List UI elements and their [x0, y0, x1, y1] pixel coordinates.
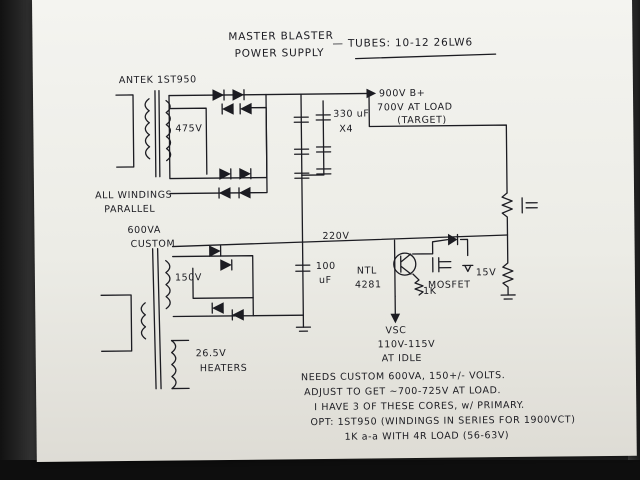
v220-label: 220V	[322, 231, 349, 242]
ntl-label-2: 4281	[355, 279, 382, 290]
bplus-label-2: 700V AT LOAD	[377, 102, 453, 114]
antek-primary-leads	[115, 94, 135, 168]
title-underline	[354, 53, 497, 60]
z15v-label: 15V	[476, 267, 497, 278]
note-line-4: OPT: 1ST950 (WINDINGS IN SERIES FOR 1900…	[310, 414, 575, 428]
diode-top-3	[221, 103, 234, 115]
paper-sheet: MASTER BLASTER POWER SUPPLY — TUBES: 10-…	[32, 0, 637, 462]
note-line-2: ADJUST TO GET ~700-725V AT LOAD.	[304, 385, 501, 398]
note-line-3: I HAVE 3 OF THESE CORES, w/ PRIMARY.	[314, 400, 525, 413]
reg-diode	[447, 233, 459, 246]
mosfet-label: MOSFET	[428, 279, 471, 290]
heater-coil	[170, 339, 177, 390]
ntl-label-1: NTL	[357, 265, 377, 276]
divider-resistor-bottom	[502, 234, 514, 296]
custom-diode-4	[231, 308, 244, 321]
bridge-right-return	[169, 106, 268, 195]
v150-label: 150V	[175, 272, 202, 283]
r1k-label: 1K	[423, 286, 437, 297]
cap-bank-right	[301, 100, 325, 176]
ground-center	[295, 326, 312, 332]
title-line2: POWER SUPPLY	[235, 47, 325, 60]
cap-100-label-a: 100	[316, 261, 336, 272]
bplus-right-wire	[368, 92, 508, 194]
cap-bank-caps	[293, 114, 332, 179]
vsc-arrow	[390, 313, 401, 324]
ntl-transistor-symbol	[400, 253, 412, 275]
title-line1: MASTER BLASTER	[228, 30, 333, 43]
cap-x4-label: X4	[339, 124, 353, 135]
diode-top-2	[232, 89, 245, 101]
antek-secondary-coil	[165, 99, 172, 162]
custom-diode-3	[211, 302, 224, 314]
custom-to-ground	[252, 314, 304, 317]
custom-label-1: 600VA	[127, 225, 161, 236]
vsc-label-1: VSC	[385, 325, 406, 336]
custom-primary-coil	[140, 302, 147, 340]
custom-core	[151, 248, 162, 390]
bridge-inner-leg	[168, 107, 208, 175]
background-bottom	[0, 460, 640, 480]
diode-top-1	[212, 89, 225, 101]
ground-right	[500, 294, 516, 300]
custom-hv-coil	[165, 259, 171, 310]
diode-top-4	[239, 102, 252, 115]
all-windings-label-1: ALL WINDINGS	[95, 190, 172, 202]
diode-bot-2	[239, 168, 252, 180]
custom-diode-1	[209, 245, 222, 257]
v475-label: 475V	[175, 123, 202, 134]
reg-diode-out	[459, 238, 469, 257]
custom-primary-leads	[100, 294, 133, 352]
bplus-label-3: (TARGET)	[397, 115, 447, 127]
note-line-5: 1K a-a WITH 4R LOAD (56-63V)	[345, 430, 510, 443]
custom-diode-2	[220, 259, 233, 271]
resistor-1k	[412, 273, 424, 296]
all-windings-label-2: PARALLEL	[104, 204, 155, 216]
bplus-arrow	[366, 88, 377, 99]
custom-label-2: CUSTOM	[131, 239, 176, 250]
mosfet-symbol	[432, 257, 452, 273]
vsc-label-3: AT IDLE	[382, 353, 422, 364]
cap-100uf	[295, 264, 311, 272]
bridge-right-bus	[265, 93, 268, 179]
bplus-label-1: 900V B+	[379, 88, 425, 99]
note-line-1: NEEDS CUSTOM 600VA, 150+/- VOLTS.	[301, 370, 505, 383]
schematic-drawing: MASTER BLASTER POWER SUPPLY — TUBES: 10-…	[95, 30, 576, 443]
trim-pot	[521, 197, 538, 214]
title-tubes: — TUBES: 10-12 26LW6	[332, 36, 473, 49]
main-vertical-bus	[300, 93, 305, 328]
cap-100-label-b: uF	[319, 275, 332, 286]
heater-leads	[170, 339, 190, 390]
heater-voltage-label: 26.5V	[196, 348, 227, 359]
bplus-rail	[168, 92, 372, 97]
reg-collector-wire	[412, 239, 449, 255]
divider-resistor-top	[501, 192, 513, 236]
zener-15v	[462, 264, 474, 273]
vsc-label-2: 110V-115V	[378, 339, 436, 351]
ntl-transistor	[393, 252, 417, 276]
bridge-left-leg	[168, 94, 268, 180]
antek-label: ANTEK 1ST950	[119, 74, 197, 86]
antek-core	[154, 90, 161, 178]
custom-bridge-wire	[172, 255, 254, 318]
diode-bot-1	[219, 168, 232, 180]
heaters-label: HEATERS	[200, 363, 248, 374]
antek-primary-coil	[144, 98, 151, 160]
cap-330-label: 330 uF	[333, 108, 369, 119]
custom-bridge-center	[192, 267, 254, 299]
